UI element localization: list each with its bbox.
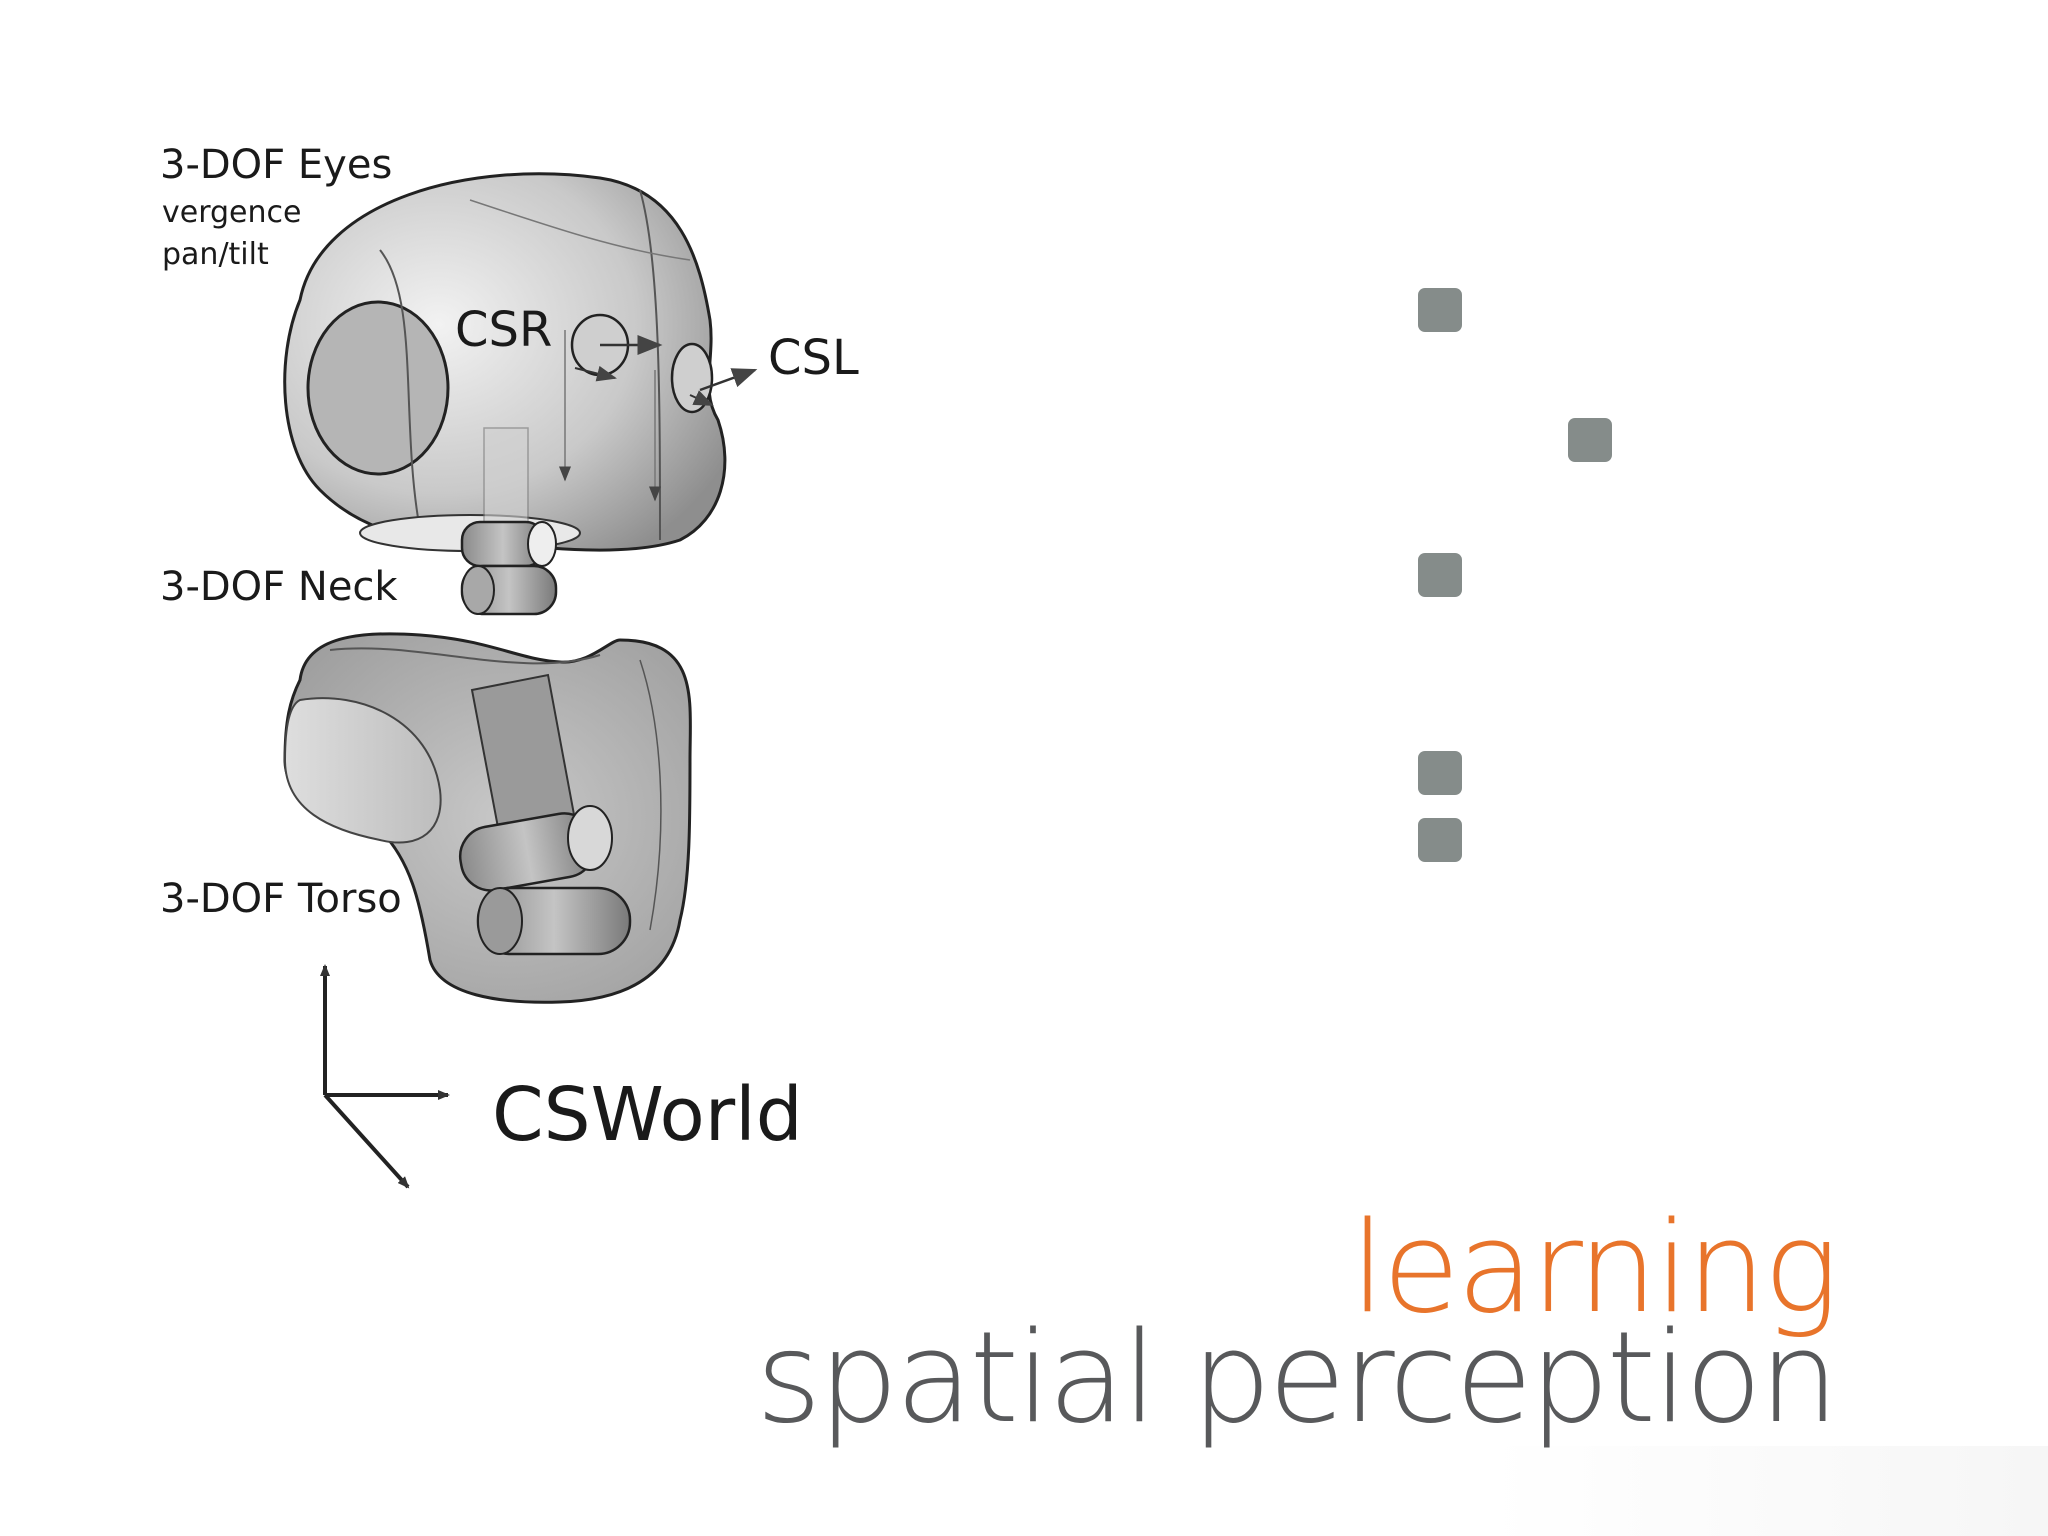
title-line-learning: learning: [1350, 1194, 1839, 1341]
label-csl: CSL: [768, 330, 859, 386]
label-eyes-vergence: vergence: [162, 195, 301, 230]
bullet-marker: [1418, 751, 1462, 795]
label-torso: 3-DOF Torso: [160, 876, 402, 922]
robot-neck: [460, 520, 558, 616]
label-csworld: CSWorld: [492, 1072, 803, 1158]
label-csr: CSR: [455, 302, 552, 358]
slide-title: learning spatial perception: [755, 1194, 1839, 1451]
label-eyes: 3-DOF Eyes: [160, 142, 392, 188]
world-axes: [320, 964, 450, 1189]
label-eyes-pantilt: pan/tilt: [162, 237, 269, 272]
bullet-marker: [1418, 818, 1462, 862]
title-line-spatial-perception: spatial perception: [755, 1304, 1839, 1451]
bullet-marker: [1418, 288, 1462, 332]
robot-head: [283, 172, 758, 552]
bullet-marker: [1418, 553, 1462, 597]
robot-torso: [283, 632, 692, 1004]
bullet-marker: [1568, 418, 1612, 462]
corner-shade: [1488, 1446, 2048, 1536]
label-neck: 3-DOF Neck: [160, 564, 398, 610]
